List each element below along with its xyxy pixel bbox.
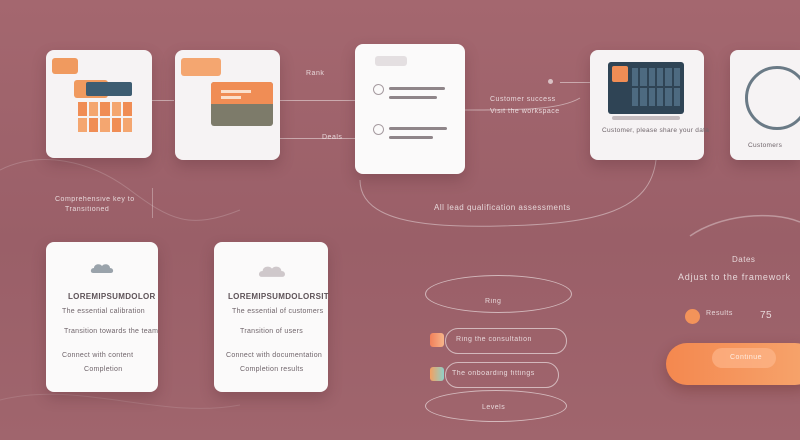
ring-row-2-label: The onboarding fittings: [452, 370, 535, 377]
ring-footer-outline: [425, 390, 567, 422]
ring-row-1[interactable]: [445, 328, 567, 354]
left-note-1: Comprehensive key to: [55, 196, 135, 203]
monitor-dashboard-icon: [608, 62, 684, 114]
right-title: Dates: [732, 255, 756, 264]
status-dot: [685, 309, 700, 324]
info-card-line: Completion results: [240, 366, 304, 373]
cloud-icon: [90, 264, 114, 273]
ring-footer: Levels: [482, 404, 506, 411]
connector-dot: [548, 79, 553, 84]
ring-outer: [425, 275, 572, 313]
ring-row-2[interactable]: [445, 362, 559, 388]
ring-row-2-swatch: [430, 367, 444, 381]
card-tab: [375, 56, 407, 66]
right-subtitle: Adjust to the framework: [678, 272, 791, 282]
center-bottom-label: All lead qualification assessments: [434, 203, 571, 212]
monitor-stand: [612, 116, 680, 120]
mid-label-2: Visit the workspace: [490, 108, 560, 115]
info-card-1[interactable]: LOREMIPSUMDOLOR The essential calibratio…: [46, 242, 158, 392]
card-window-preview[interactable]: [175, 50, 280, 160]
info-card-2[interactable]: LOREMIPSUMDOLORSIT The essential of cust…: [214, 242, 329, 392]
left-note-divider: [152, 188, 153, 218]
info-card-line: Transition towards the team: [64, 328, 159, 335]
card-checklist[interactable]: [355, 44, 465, 174]
card-gauge[interactable]: Customers: [730, 50, 800, 160]
continue-button-label: Continue: [730, 354, 763, 361]
right-row-label: Results: [706, 310, 733, 317]
ring-row-1-label: Ring the consultation: [456, 336, 532, 343]
gauge-ring-icon: [745, 66, 800, 130]
cloud-icon: [259, 266, 285, 277]
card-calendar[interactable]: [46, 50, 152, 158]
info-card-line: The essential calibration: [62, 308, 145, 315]
info-card-title: LOREMIPSUMDOLORSIT: [228, 292, 329, 301]
info-card-line: Connect with documentation: [226, 352, 323, 359]
card-monitor[interactable]: Customer, please share your data: [590, 50, 709, 160]
continue-button-highlight: [712, 348, 776, 368]
ring-title: Ring: [485, 298, 502, 305]
info-card-line: The essential of customers: [232, 308, 324, 315]
window-preview-icon: [211, 82, 273, 126]
connector-4: [560, 82, 590, 83]
info-card-line: Transition of users: [240, 328, 304, 335]
left-note-2: Transitioned: [65, 206, 110, 213]
info-card-title: LOREMIPSUMDOLOR: [68, 292, 156, 301]
mid-label-1: Customer success: [490, 96, 556, 103]
ring-row-1-swatch: [430, 333, 444, 347]
flow-label-1: Rank: [306, 70, 325, 77]
info-card-line: Completion: [84, 366, 123, 373]
connector-3: [280, 138, 360, 139]
flow-label-2: Deals: [322, 134, 343, 141]
card-tab: [52, 58, 78, 74]
calendar-grid-icon: [74, 80, 134, 136]
card-tab: [181, 58, 221, 76]
connector-1: [152, 100, 174, 101]
info-card-line: Connect with content: [62, 352, 134, 359]
connector-2: [280, 100, 360, 101]
monitor-caption: Customer, please share your data: [602, 127, 710, 134]
gauge-caption: Customers: [748, 142, 783, 149]
checklist-icon: [373, 84, 455, 154]
right-row-value: 75: [760, 310, 773, 321]
